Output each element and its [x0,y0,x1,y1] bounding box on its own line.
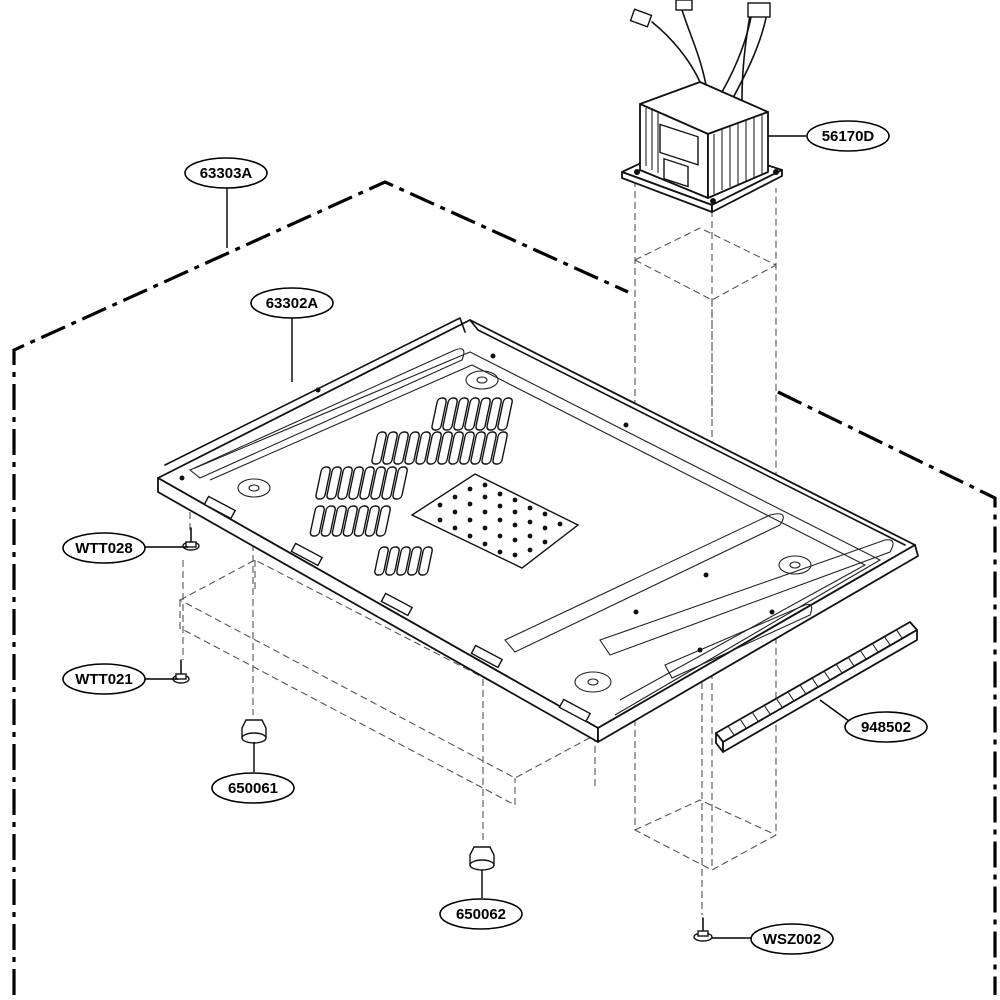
callout-650062: 650062 [439,898,523,930]
screw-wsz002 [693,917,713,942]
callout-wtt028: WTT028 [62,532,146,564]
callout-wtt021: WTT021 [62,663,146,695]
part-label-wtt021: WTT021 [75,671,133,688]
callout-56170d: 56170D [806,120,890,152]
foot-650062 [469,846,495,871]
part-label-948502: 948502 [861,719,911,736]
part-label-wsz002: WSZ002 [763,931,821,948]
leader-lines [145,135,854,939]
transformer [621,0,783,213]
foam-strip [715,621,918,753]
part-label-56170d: 56170D [822,128,875,145]
part-label-650061: 650061 [228,780,278,797]
perforated-grid [410,473,580,569]
part-label-63302a: 63302A [266,295,319,312]
foot-650061 [241,719,267,744]
screw-wtt021 [172,659,190,684]
callout-63303a: 63303A [184,157,268,189]
callout-63302a: 63302A [250,287,334,319]
callout-948502: 948502 [844,711,928,743]
part-label-650062: 650062 [456,906,506,923]
callout-650061: 650061 [211,772,295,804]
vent-slots [309,397,513,576]
callout-wsz002: WSZ002 [750,923,834,955]
assembly-boundary [12,180,997,995]
screw-wtt028 [182,527,200,551]
base-plate [157,317,919,743]
part-label-63303a: 63303A [200,165,253,182]
part-label-wtt028: WTT028 [75,540,133,557]
